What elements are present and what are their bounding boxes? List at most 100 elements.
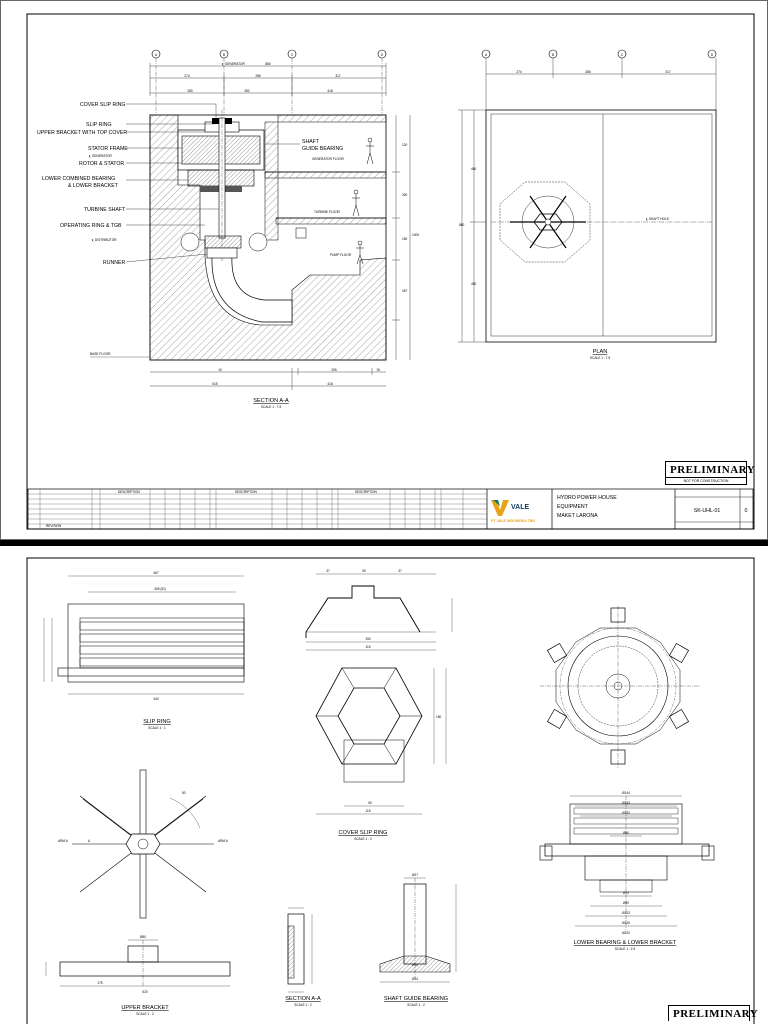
plan-dim-c: 317 bbox=[665, 70, 671, 74]
label-cover-slip-ring: COVER SLIP RING bbox=[80, 102, 125, 108]
label-cl-distributor: ℄ DISTRIBUTOR bbox=[91, 238, 117, 242]
tb-revision-label: REVISION bbox=[46, 524, 62, 528]
plan-cl-shaft-hole: ℄ SHAFT HOLE bbox=[645, 217, 669, 221]
dim-sec-b: 282 bbox=[244, 89, 250, 93]
label-slip-ring: SLIP RING bbox=[86, 122, 112, 128]
sheet1-border bbox=[26, 13, 755, 530]
plan-dim-h2: 450 bbox=[471, 282, 477, 286]
plan-dim-h: 880 bbox=[459, 223, 465, 227]
label-shaft-guide-1: SHAFT bbox=[302, 139, 320, 145]
cover-slip-ring-title: COVER SLIP RING bbox=[338, 830, 387, 836]
grid-bubbles-section: A B C D bbox=[151, 49, 387, 115]
drawing-sheet-1: A B C D 880 274 286 317 280 282 418 bbox=[0, 0, 768, 540]
title-block bbox=[27, 488, 754, 530]
preliminary-stamp-2: PRELIMINARY bbox=[668, 1005, 758, 1021]
preliminary-subtext: NOT FOR CONSTRUCTION bbox=[683, 479, 729, 483]
label-rotor-stator: ROTOR & STATOR bbox=[79, 161, 124, 167]
dim-top-b: 286 bbox=[255, 74, 261, 78]
hex-dim-b: 150 bbox=[436, 715, 442, 719]
dim-right-4: 1000 bbox=[412, 233, 419, 237]
dim-sec-a: 280 bbox=[187, 89, 193, 93]
cover-dim-e: 115 bbox=[365, 645, 370, 649]
upper-bracket-plan bbox=[72, 769, 214, 919]
sg-dim-a: Ø27 bbox=[412, 873, 418, 877]
lb-dim-7: Ø103 bbox=[622, 911, 630, 915]
section-aa-scale: SCALE 1 : 7.5 bbox=[261, 405, 281, 409]
section-aa-detail-title: SECTION A-A bbox=[285, 996, 321, 1002]
leader-lines bbox=[125, 103, 300, 263]
sheet2-drawing: 467 405 (ID) 440 SLIP RING SCALE 1 : 1 3… bbox=[26, 557, 755, 1024]
label-cl-generator: ℄ GENERATOR bbox=[88, 154, 113, 158]
vale-logo: VALE PT VALE INDONESIA TBK bbox=[491, 500, 536, 523]
cover-dim-d: 150 bbox=[365, 637, 371, 641]
cover-slip-ring-scale: SCALE 1 : 2 bbox=[354, 837, 372, 841]
lb-dim-1: Ø144 bbox=[622, 791, 630, 795]
plan-dim-a: 274 bbox=[516, 70, 522, 74]
label-lower-bearing-1: LOWER COMBINED BEARING bbox=[42, 176, 115, 182]
dim-right-3: 150 bbox=[402, 237, 408, 241]
grid-c-label: C bbox=[291, 53, 294, 57]
preliminary-text: PRELIMINARY bbox=[666, 462, 755, 478]
cover-slip-ring-profile bbox=[305, 573, 453, 651]
section-aa-drawing: A B C D 880 274 286 317 280 282 418 bbox=[37, 49, 419, 409]
cl-generator-top: ℄ GENERATOR bbox=[221, 62, 246, 66]
ub-dim-length: 520 bbox=[142, 990, 148, 994]
ub-dim-dia: Ø50 bbox=[140, 935, 146, 939]
tb-drawing-number: SK-UHL-01 bbox=[694, 508, 721, 514]
slip-dim-inner: 405 (ID) bbox=[154, 587, 166, 591]
tb-project-line2: EQUIPMENT bbox=[557, 504, 589, 510]
arm-label-right: ARM A bbox=[218, 839, 229, 843]
section-aa-detail-scale: SCALE 1 : 2 bbox=[294, 1003, 312, 1007]
lb-dim-3: Ø132 bbox=[622, 811, 630, 815]
label-lower-bearing-2: & LOWER BRACKET bbox=[68, 183, 119, 189]
dim-top-a: 274 bbox=[184, 74, 190, 78]
slip-ring-title: SLIP RING bbox=[143, 719, 171, 725]
slip-dim-top: 467 bbox=[153, 571, 159, 575]
lb-dim-9: Ø220 bbox=[622, 931, 630, 935]
plan-grid-d: D bbox=[711, 53, 714, 57]
section-mark-a-left: A bbox=[88, 839, 91, 843]
plan-grid-c: C bbox=[621, 53, 624, 57]
label-runner: RUNNER bbox=[103, 260, 125, 266]
lb-dim-6: Ø92 bbox=[623, 901, 629, 905]
dim-top-total: 880 bbox=[265, 62, 271, 66]
upper-bracket-scale: SCALE 1 : 2 bbox=[136, 1012, 154, 1016]
dim-right-2: 300 bbox=[402, 193, 408, 197]
lower-bearing-scale: SCALE 1 : 2.5 bbox=[615, 947, 635, 951]
arm-label-left: ARM A bbox=[58, 839, 69, 843]
grid-a-label: A bbox=[155, 53, 158, 57]
plan-dim-h1: 460 bbox=[471, 167, 477, 171]
cover-dim-c: 37 bbox=[398, 569, 402, 573]
label-turbine-floor: TURBINE FLOOR bbox=[314, 210, 341, 214]
label-generator-floor: GENERATOR FLOOR bbox=[312, 157, 344, 161]
hex-dim-a: 50 bbox=[368, 801, 372, 805]
tb-description-label: DESCRIPTION bbox=[118, 490, 140, 494]
label-upper-bracket: UPPER BRACKET WITH TOP COVER bbox=[37, 130, 127, 136]
ub-dim-angle: 50 bbox=[182, 791, 186, 795]
tb-project-line1: HYDRO POWER HOUSE bbox=[557, 495, 617, 501]
slip-ring-drawing bbox=[43, 575, 245, 695]
person-figures bbox=[352, 137, 374, 265]
plan-scale: SCALE 1 : 7.5 bbox=[590, 356, 610, 360]
section-aa-detail bbox=[287, 907, 313, 993]
lb-dim-8: Ø125 bbox=[622, 921, 630, 925]
label-turbine-shaft: TURBINE SHAFT bbox=[84, 207, 126, 213]
dim-top-c: 317 bbox=[335, 74, 341, 78]
ub-dim-arm: 175 bbox=[97, 981, 103, 985]
plan-drawing: A B C D 274 286 317 ℄ SHAFT H bbox=[458, 49, 717, 360]
company-name: VALE bbox=[511, 504, 529, 511]
sheet1-drawing: A B C D 880 274 286 317 280 282 418 bbox=[0, 0, 768, 540]
grid-d-label: D bbox=[381, 53, 384, 57]
dim-pb2: 205 bbox=[331, 368, 337, 372]
bracket-plan-drawing bbox=[540, 606, 700, 768]
tb-revision-number: 0 bbox=[745, 508, 748, 514]
shaft-guide-title: SHAFT GUIDE BEARING bbox=[384, 996, 448, 1002]
upper-bracket-elevation bbox=[45, 939, 231, 987]
dim-bot-a: 515 bbox=[212, 382, 218, 386]
shaft-guide-scale: SCALE 1 : 2 bbox=[407, 1003, 425, 1007]
preliminary-stamp-1: PRELIMINARY NOT FOR CONSTRUCTION bbox=[665, 461, 755, 485]
plan-dim-b: 286 bbox=[585, 70, 591, 74]
lb-dim-5: Ø72 bbox=[623, 891, 629, 895]
section-aa-title: SECTION A-A bbox=[253, 398, 289, 404]
dim-pb1: 10 bbox=[218, 368, 222, 372]
